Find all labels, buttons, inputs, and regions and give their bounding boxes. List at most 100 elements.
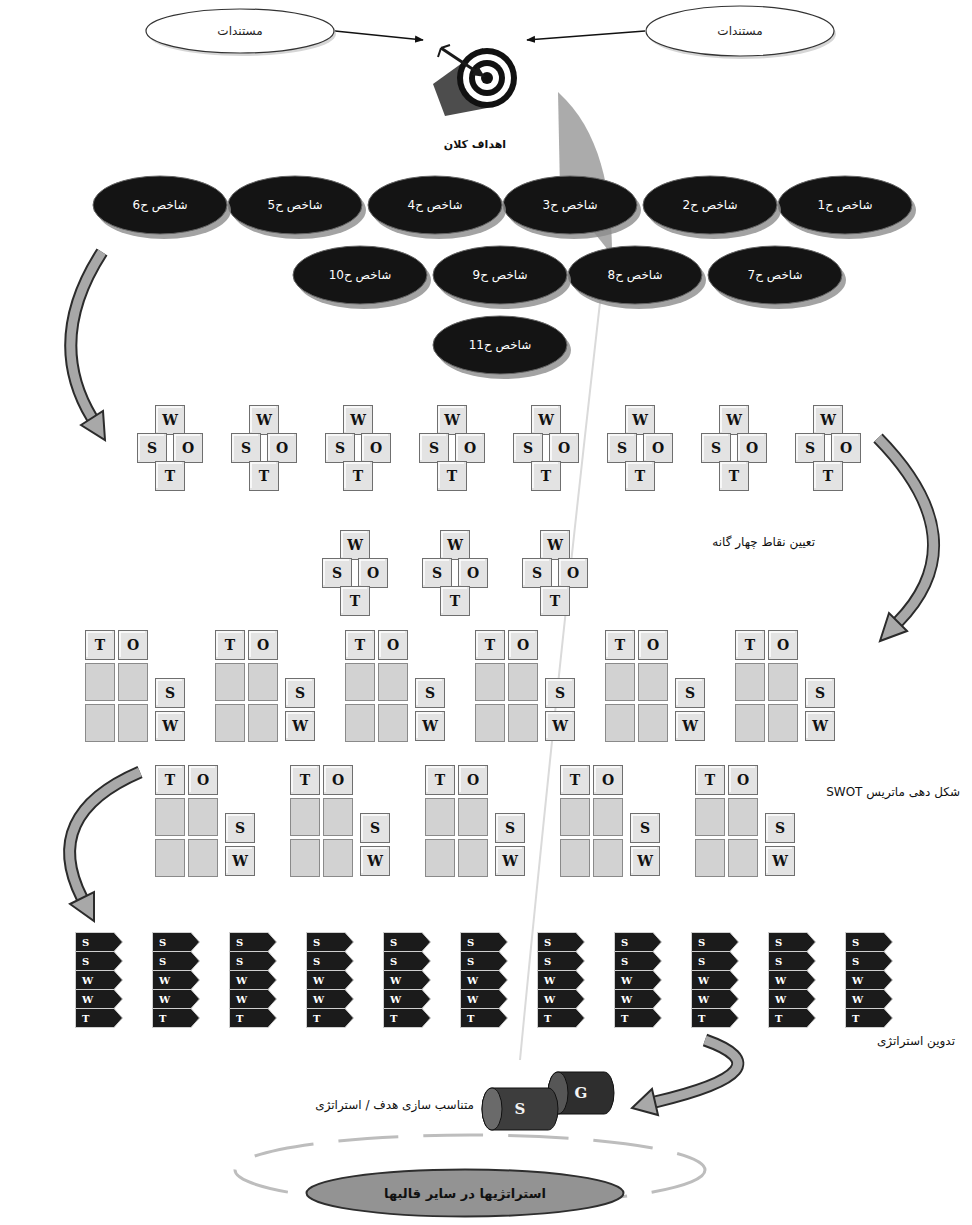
strategy-arrow: W	[306, 970, 354, 990]
tile-body	[676, 712, 705, 741]
tile-body	[346, 631, 375, 660]
swot-tile: W	[249, 405, 279, 435]
flow-arrow	[70, 772, 140, 921]
node-text: شاخص ح9	[472, 268, 527, 282]
tile-body	[441, 531, 470, 560]
node-text: T	[635, 468, 645, 484]
node-text: S	[555, 685, 565, 701]
strategy-arrow: S	[537, 951, 585, 971]
indicator-ellipse: شاخص ح10	[292, 245, 428, 305]
tile-bevel	[595, 767, 620, 792]
node-text: W	[162, 718, 178, 734]
swot-tile: W	[540, 530, 570, 560]
node-text: T	[82, 1013, 89, 1024]
strategy-arrow: S	[152, 951, 200, 971]
swot-tile: W	[155, 405, 185, 435]
document-ellipse: مستندات	[145, 8, 335, 54]
strategy-arrow: S	[75, 932, 123, 952]
node-text: O	[602, 772, 614, 788]
matrix-letter-cell: W	[630, 846, 660, 876]
tile-body	[250, 406, 279, 435]
tile-body	[766, 847, 795, 876]
ellipse-body	[646, 6, 834, 56]
matrix-letter-cell: T	[345, 630, 375, 660]
chevron-body	[538, 990, 585, 1009]
strategy-arrow: W	[229, 989, 277, 1009]
node-text: W	[236, 994, 247, 1005]
tile-bevel	[442, 588, 467, 613]
node-text: W	[313, 994, 324, 1005]
swot-tile: O	[549, 433, 579, 463]
node-text: S	[685, 685, 695, 701]
tile-body	[541, 587, 570, 616]
tile-bevel	[767, 848, 792, 873]
connector-arrow	[335, 31, 423, 40]
node-text: S	[313, 956, 320, 967]
tile-bevel	[627, 407, 652, 432]
swot-tile: T	[719, 461, 749, 491]
strategy-arrow: W	[691, 970, 739, 990]
document-ellipse: مستندات	[645, 5, 835, 57]
tile-bevel	[227, 848, 252, 873]
node-text: T	[390, 1013, 397, 1024]
chevron-body	[769, 990, 816, 1009]
chevron-body	[538, 952, 585, 971]
tile-bevel	[227, 815, 252, 840]
matrix-letter-cell: O	[458, 765, 488, 795]
swot-tile: T	[440, 586, 470, 616]
tile-body	[156, 679, 185, 708]
stage-label: متناسب سازی هدف / استراتژی	[315, 1098, 474, 1114]
chevron-body	[76, 952, 123, 971]
node-text: W	[552, 718, 568, 734]
node-text: W	[390, 994, 401, 1005]
chevron-body	[153, 952, 200, 971]
tile-body	[561, 766, 590, 795]
matrix-cell	[561, 840, 590, 877]
tile-bevel	[515, 435, 540, 460]
matrix-cell	[426, 799, 455, 836]
tile-bevel	[497, 848, 522, 873]
node-text: T	[447, 468, 457, 484]
node-text: T	[300, 772, 310, 788]
tile-bevel	[815, 407, 840, 432]
tile-body	[631, 814, 660, 843]
flow-arrow-head	[632, 1089, 658, 1115]
node-text: S	[159, 956, 166, 967]
tile-bevel	[640, 632, 665, 657]
node-text: W	[852, 994, 863, 1005]
tile-body	[456, 434, 485, 463]
tile-body	[729, 766, 758, 795]
swot-tile: S	[513, 433, 543, 463]
tile-bevel	[677, 680, 702, 705]
matrix-cell	[509, 705, 538, 742]
swot-tile: O	[358, 558, 388, 588]
strategy-arrow: W	[383, 989, 431, 1009]
node-text: T	[450, 593, 460, 609]
tile-bevel	[347, 632, 372, 657]
matrix-letter-cell: T	[215, 630, 245, 660]
chevron-body	[153, 990, 200, 1009]
node-text: S	[241, 440, 251, 456]
flow-arrow-body	[70, 772, 140, 898]
node-text: W	[621, 994, 632, 1005]
tile-body	[509, 631, 538, 660]
tile-bevel	[362, 848, 387, 873]
matrix-cell	[249, 705, 278, 742]
node-text: O	[370, 440, 382, 456]
node-text: W	[256, 412, 272, 428]
chevron-body	[538, 1009, 585, 1028]
swot-tile: S	[795, 433, 825, 463]
node-text: شاخص ح8	[607, 268, 662, 282]
node-text: شاخص ح7	[747, 268, 802, 282]
swot-tile: W	[813, 405, 843, 435]
swot-tile: T	[249, 461, 279, 491]
tile-bevel	[251, 407, 276, 432]
tile-body	[496, 847, 525, 876]
node-text: W	[544, 975, 555, 986]
node-text: T	[852, 1013, 859, 1024]
tile-bevel	[533, 407, 558, 432]
node-text: O	[558, 440, 570, 456]
matrix-cell	[249, 664, 278, 701]
tile-body	[832, 434, 861, 463]
flow-arrow	[878, 438, 934, 641]
